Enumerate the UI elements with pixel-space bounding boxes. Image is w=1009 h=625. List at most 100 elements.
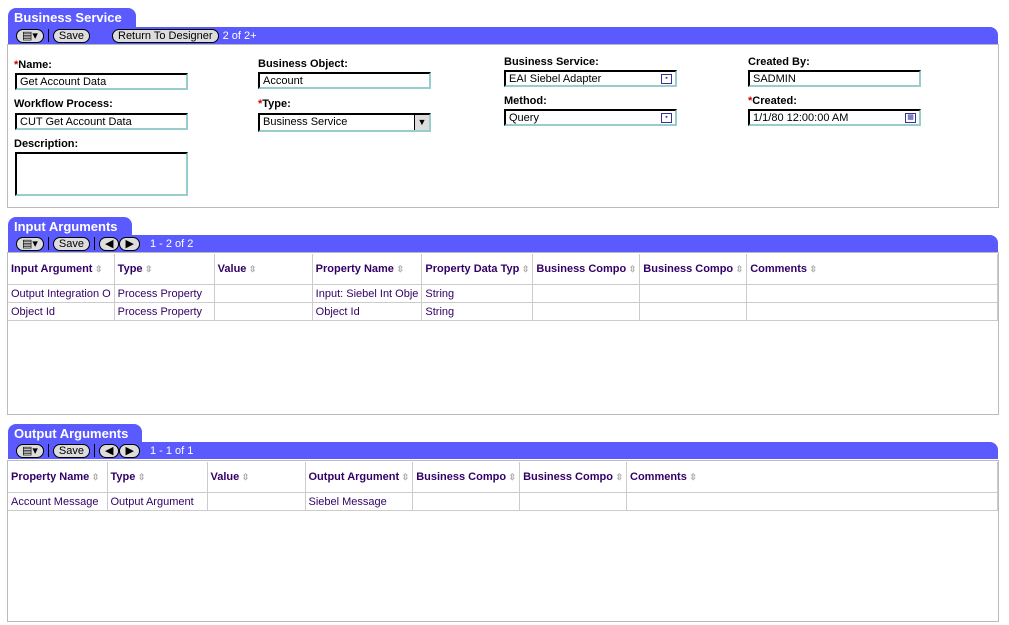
table-cell[interactable]: Account Message: [8, 492, 108, 511]
business-service-toolbar: ▤▾ Save Return To Designer 2 of 2+: [8, 27, 998, 44]
save-button[interactable]: Save: [52, 236, 90, 251]
column-header[interactable]: Input Argument ⇳: [8, 254, 115, 285]
created-field[interactable]: 1/1/80 12:00:00 AM▦: [748, 109, 921, 126]
sort-icon[interactable]: ⇳: [506, 472, 517, 482]
input-arguments-table: Input Argument ⇳Type ⇳Value ⇳Property Na…: [8, 254, 998, 321]
table-cell[interactable]: Output Argument: [107, 492, 208, 511]
created-by-field[interactable]: SADMIN: [748, 70, 921, 87]
table-cell[interactable]: Siebel Message: [305, 492, 414, 511]
table-cell[interactable]: [207, 492, 306, 511]
table-cell[interactable]: [214, 284, 313, 303]
column-header[interactable]: Business Compo ⇳: [519, 462, 627, 493]
sort-icon[interactable]: ⇳: [89, 472, 100, 482]
save-button[interactable]: Save: [52, 28, 90, 43]
table-cell[interactable]: Process Property: [114, 284, 215, 303]
table-cell[interactable]: Process Property: [114, 302, 215, 321]
column-header[interactable]: Output Argument ⇳: [305, 462, 414, 493]
previous-icon[interactable]: ◀: [99, 443, 120, 458]
name-field[interactable]: Get Account Data: [15, 73, 188, 90]
return-to-designer-button[interactable]: Return To Designer: [112, 28, 219, 43]
menu-button[interactable]: ▤▾: [16, 236, 44, 251]
table-cell[interactable]: [412, 492, 521, 511]
next-icon[interactable]: ▶: [119, 443, 140, 458]
column-header-label: Business Compo: [523, 471, 613, 483]
business-service-value: EAI Siebel Adapter: [509, 73, 602, 85]
sort-icon[interactable]: ⇳: [92, 264, 103, 274]
created-label: Created:: [752, 95, 797, 107]
column-header-label: Business Compo: [536, 263, 627, 275]
column-header-label: Value: [217, 263, 247, 275]
table-cell[interactable]: [214, 302, 313, 321]
column-header[interactable]: Business Compo ⇳: [532, 254, 641, 285]
sort-icon[interactable]: ⇳: [612, 472, 623, 482]
workflow-process-field[interactable]: CUT Get Account Data: [15, 113, 188, 130]
table-cell[interactable]: [746, 302, 998, 321]
sort-icon[interactable]: ⇳: [135, 472, 146, 482]
sort-icon[interactable]: ⇳: [733, 264, 744, 274]
description-field[interactable]: [15, 152, 188, 196]
sort-icon[interactable]: ⇳: [626, 264, 637, 274]
column-header[interactable]: Property Name ⇳: [312, 254, 423, 285]
sort-icon[interactable]: ⇳: [239, 472, 250, 482]
column-header-label: Business Compo: [643, 263, 734, 275]
column-header[interactable]: Business Compo ⇳: [412, 462, 521, 493]
sort-icon[interactable]: ⇳: [399, 472, 410, 482]
table-cell[interactable]: Input: Siebel Int Obje: [312, 284, 423, 303]
table-cell[interactable]: [532, 284, 641, 303]
table-cell[interactable]: Object Id: [8, 302, 115, 321]
sort-icon[interactable]: ⇳: [686, 472, 697, 482]
column-header[interactable]: Value ⇳: [214, 254, 313, 285]
column-header-label: Property Data Typ: [425, 263, 520, 275]
column-header[interactable]: Comments ⇳: [746, 254, 998, 285]
table-cell[interactable]: Output Integration O: [8, 284, 115, 303]
table-cell[interactable]: [639, 284, 748, 303]
column-header[interactable]: Type ⇳: [114, 254, 215, 285]
sort-icon[interactable]: ⇳: [142, 264, 153, 274]
method-field[interactable]: Query▪: [504, 109, 677, 126]
table-cell[interactable]: [532, 302, 641, 321]
table-cell[interactable]: [746, 284, 998, 303]
column-header[interactable]: Property Name ⇳: [8, 462, 108, 493]
column-header-label: Type: [117, 263, 143, 275]
next-icon[interactable]: ▶: [119, 236, 140, 251]
table-cell[interactable]: [626, 492, 998, 511]
sort-icon[interactable]: ⇳: [246, 264, 257, 274]
column-header-label: Value: [210, 471, 240, 483]
column-header[interactable]: Type ⇳: [107, 462, 208, 493]
previous-icon[interactable]: ◀: [99, 236, 120, 251]
output-arguments-toolbar: ▤▾ Save ◀▶ 1 - 1 of 1: [8, 442, 998, 459]
table-cell[interactable]: String: [421, 302, 534, 321]
column-header-label: Output Argument: [308, 471, 400, 483]
name-label: Name:: [18, 59, 52, 71]
workflow-process-label: Workflow Process:: [14, 98, 113, 110]
column-header[interactable]: Value ⇳: [207, 462, 306, 493]
save-button[interactable]: Save: [52, 443, 90, 458]
input-arguments-toolbar: ▤▾ Save ◀▶ 1 - 2 of 2: [8, 235, 998, 252]
table-cell[interactable]: [519, 492, 627, 511]
menu-button[interactable]: ▤▾: [16, 443, 44, 458]
column-header[interactable]: Property Data Typ ⇳: [421, 254, 534, 285]
output-arguments-table: Property Name ⇳Type ⇳Value ⇳Output Argum…: [8, 462, 998, 511]
column-header[interactable]: Comments ⇳: [626, 462, 998, 493]
column-header[interactable]: Business Compo ⇳: [639, 254, 748, 285]
sort-icon[interactable]: ⇳: [807, 264, 818, 274]
column-header-label: Type: [110, 471, 136, 483]
table-cell[interactable]: [639, 302, 748, 321]
business-service-field[interactable]: EAI Siebel Adapter ▪: [504, 70, 677, 87]
sort-icon[interactable]: ⇳: [519, 264, 530, 274]
sort-icon[interactable]: ⇳: [393, 264, 404, 274]
dropdown-arrow-icon[interactable]: ▼: [414, 115, 429, 130]
business-service-form: *Name: Get Account Data Workflow Process…: [7, 44, 999, 208]
calendar-icon[interactable]: ▦: [905, 113, 916, 123]
menu-button[interactable]: ▤▾: [16, 28, 44, 43]
table-cell[interactable]: Object Id: [312, 302, 423, 321]
created-by-label: Created By:: [748, 56, 810, 68]
pick-icon[interactable]: ▪: [661, 74, 672, 84]
table-cell[interactable]: String: [421, 284, 534, 303]
type-select[interactable]: Business Service▼: [258, 113, 431, 132]
pick-icon[interactable]: ▪: [661, 113, 672, 123]
business-object-field[interactable]: Account: [258, 72, 431, 89]
